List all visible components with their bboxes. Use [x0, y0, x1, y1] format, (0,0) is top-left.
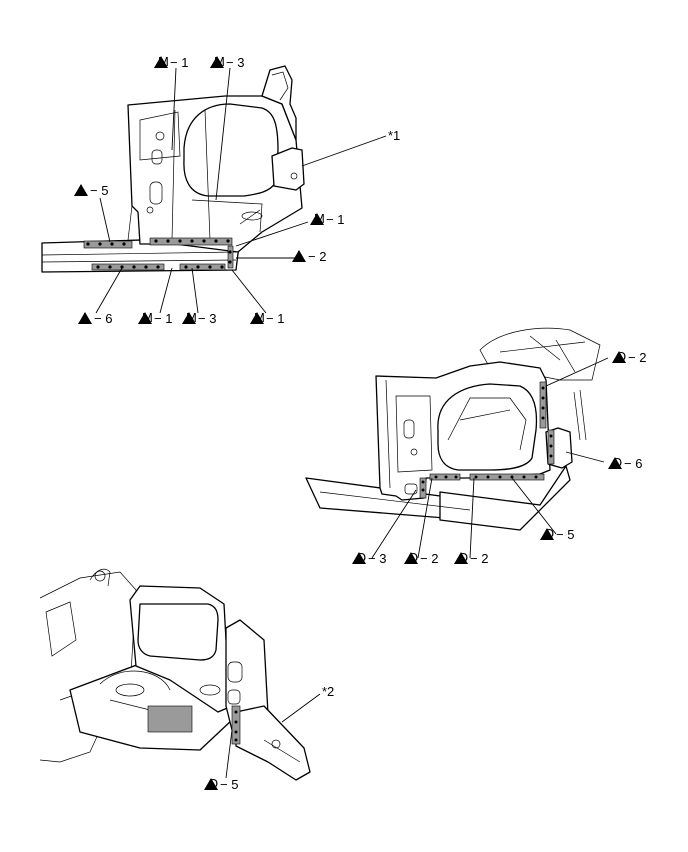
diagram-1-front-pillar-view: [41, 65, 387, 314]
diagram-2-pillar-rear-view: [305, 327, 609, 559]
callout-m1-right: M − 1: [310, 211, 344, 227]
callout-number: − 6: [94, 311, 112, 326]
callout-i2: I − 2: [292, 248, 326, 264]
callout-symbol: O: [458, 550, 468, 565]
callout-number: − 3: [226, 55, 244, 70]
callout-number: − 2: [308, 249, 326, 264]
callout-symbol: M: [314, 211, 325, 226]
callout-symbol: M: [254, 310, 265, 325]
callout-number: − 2: [470, 551, 488, 566]
callout-symbol: O: [544, 526, 554, 541]
callout-number: − 3: [368, 551, 386, 566]
callout-o5-mid: O − 5: [540, 526, 574, 542]
diagram-3-pillar-inner-view: [39, 568, 321, 781]
callout-symbol: M: [186, 310, 197, 325]
callout-number: − 5: [220, 777, 238, 792]
callout-number: − 3: [198, 311, 216, 326]
callout-m3-bottom: M − 3: [182, 310, 216, 326]
callout-number: − 1: [154, 311, 172, 326]
callout-number: − 1: [326, 212, 344, 227]
callout-o2-bottom-2: O − 2: [454, 550, 488, 566]
callout-symbol: I: [79, 182, 83, 197]
callout-symbol: I: [83, 310, 87, 325]
callout-number: − 2: [420, 551, 438, 566]
callout-i6: I − 6: [78, 310, 112, 326]
callout-symbol: I: [297, 248, 301, 263]
callout-i5: I − 5: [74, 182, 108, 198]
callout-number: − 6: [624, 456, 642, 471]
callout-number: − 1: [170, 55, 188, 70]
callout-m1-bottom: M − 1: [138, 310, 172, 326]
callout-symbol: O: [616, 349, 626, 364]
callout-m1-top: M − 1: [154, 54, 188, 70]
callout-o2-top: O − 2: [612, 349, 646, 365]
callout-symbol: M: [142, 310, 153, 325]
callout-o5-bottom: O − 5: [204, 776, 238, 792]
callout-o2-bottom-1: O − 2: [404, 550, 438, 566]
callout-symbol: M: [158, 54, 169, 69]
callout-number: − 1: [266, 311, 284, 326]
callout-symbol: O: [356, 550, 366, 565]
callout-symbol: O: [208, 776, 218, 791]
callout-symbol: O: [408, 550, 418, 565]
callout-o6: O − 6: [608, 455, 642, 471]
reference-mark-2: *2: [322, 684, 334, 699]
callout-m1-bottom-right: M − 1: [250, 310, 284, 326]
reference-mark-1: *1: [388, 128, 400, 143]
callout-number: − 5: [90, 183, 108, 198]
callout-symbol: M: [214, 54, 225, 69]
callout-number: − 2: [628, 350, 646, 365]
callout-m3-top: M − 3: [210, 54, 244, 70]
callout-o3: O − 3: [352, 550, 386, 566]
callout-number: − 5: [556, 527, 574, 542]
callout-symbol: O: [612, 455, 622, 470]
